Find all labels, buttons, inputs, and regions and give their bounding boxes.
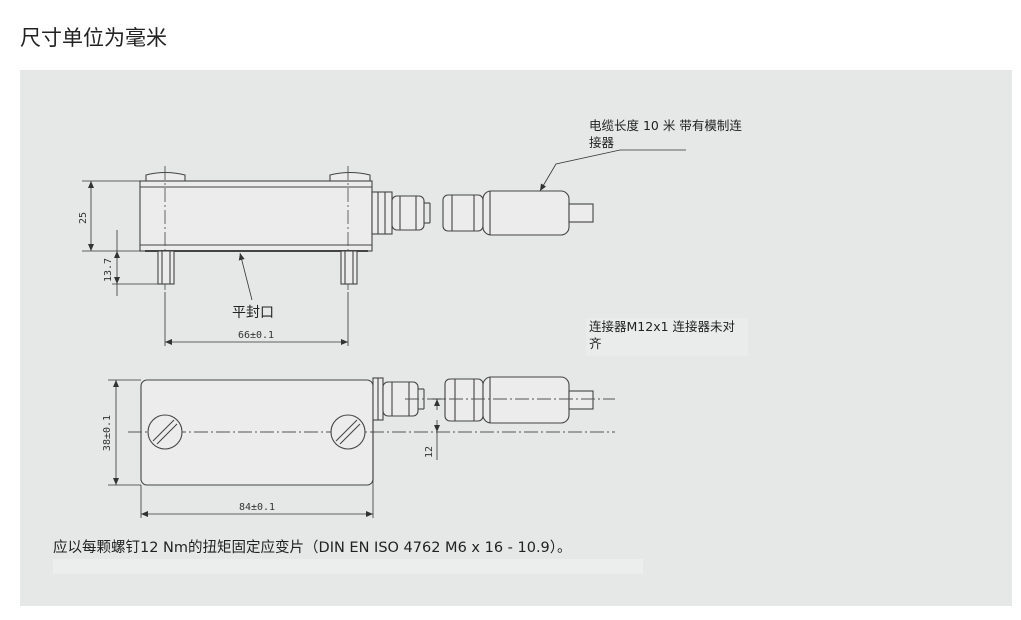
dim-height-25: 25	[78, 212, 89, 224]
side-body	[139, 180, 373, 252]
side-pin-right	[340, 250, 358, 285]
label-cable-line1: 电缆长度 10 米 带有模制连	[589, 118, 742, 133]
installation-note: 应以每颗螺钉12 Nm的扭矩固定应变片（DIN EN ISO 4762 M6 x…	[53, 536, 643, 574]
dim-pin-13-7: 13.7	[103, 258, 114, 282]
label-cable-line2: 接器	[589, 135, 615, 150]
side-view: 25 13.7 66±0.1 电缆长度 10 米 带有模制连 接器 平封口	[78, 118, 742, 346]
dim-offset-12: 12	[424, 446, 435, 458]
dim-length-84: 84±0.1	[239, 502, 275, 513]
label-connector-line1: 连接器M12x1 连接器未对	[589, 319, 735, 334]
label-flat-seal: 平封口	[232, 305, 274, 321]
top-screw-left	[147, 414, 183, 450]
side-screw-head-right	[329, 171, 371, 182]
page-title: 尺寸单位为毫米	[20, 26, 167, 50]
side-screw-head-left	[145, 171, 186, 182]
dim-length-66: 66±0.1	[238, 330, 274, 341]
side-pin-left	[157, 250, 175, 285]
top-view: 38±0.1 84±0.1 12 连接器M12x1 连接器未对 齐	[102, 318, 748, 518]
label-connector-line2: 齐	[589, 336, 602, 351]
dim-width-38: 38±0.1	[102, 415, 113, 451]
top-screw-right	[330, 414, 366, 450]
